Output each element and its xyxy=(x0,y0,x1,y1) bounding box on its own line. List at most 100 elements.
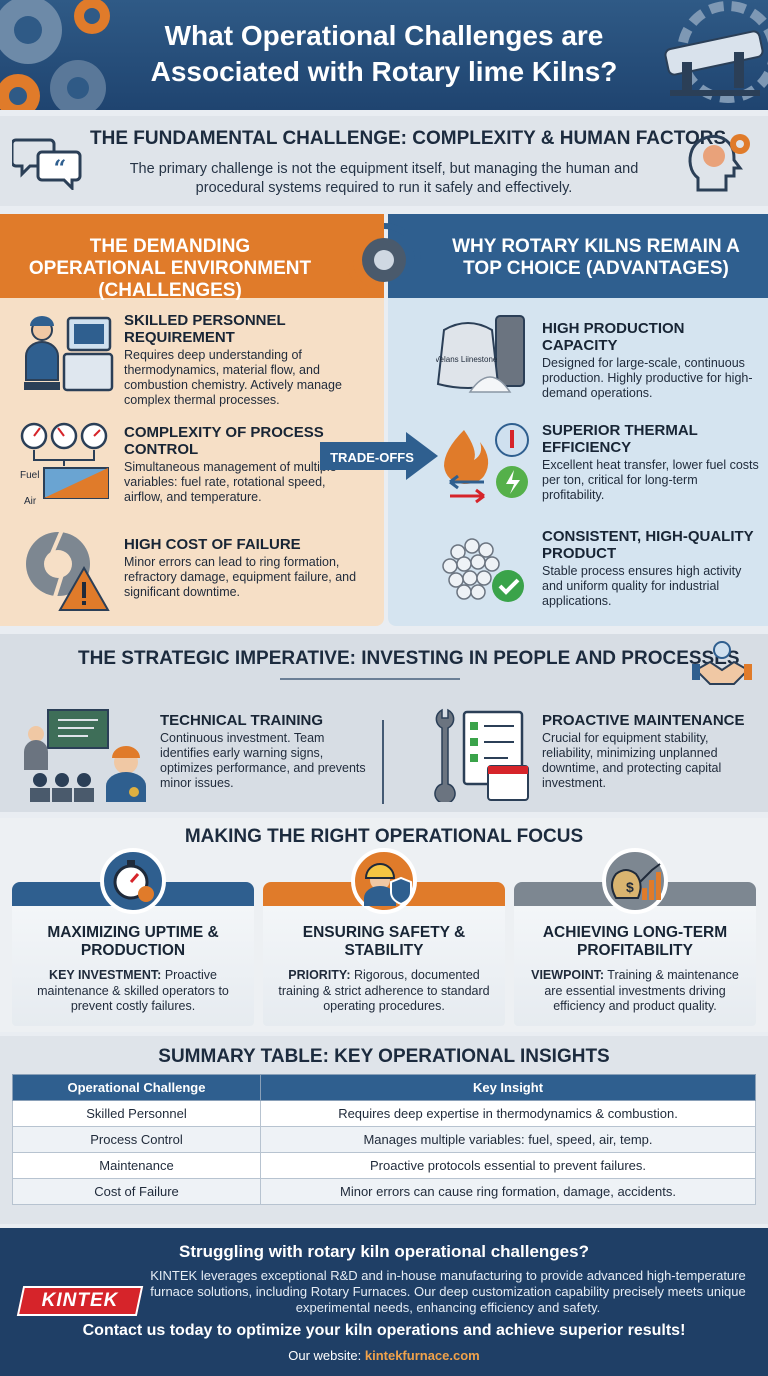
challenge-text: Requires deep understanding of thermodyn… xyxy=(124,348,342,407)
challenges-advantages-section: THE DEMANDING OPERATIONAL ENVIRONMENT (C… xyxy=(0,214,768,626)
advantages-header: WHY ROTARY KILNS REMAIN A TOP CHOICE (AD… xyxy=(388,214,768,298)
column-header: Operational Challenge xyxy=(12,1074,261,1101)
table-row: Cost of Failure Minor errors can cause r… xyxy=(12,1178,756,1205)
table-cell: Minor errors can cause ring formation, d… xyxy=(260,1178,756,1205)
handshake-icon xyxy=(692,641,752,685)
page-title: What Operational Challenges are Associat… xyxy=(150,20,618,87)
table-header-row: Operational Challenge Key Insight xyxy=(12,1074,756,1101)
challenge-cost-of-failure: HIGH COST OF FAILURE Minor errors can le… xyxy=(124,536,368,600)
maintenance-checklist-icon xyxy=(434,708,529,802)
worker-shield-icon xyxy=(351,848,417,914)
advantage-text: Designed for large-scale, continuous pro… xyxy=(542,356,753,400)
fundamental-text: The primary challenge is not the equipme… xyxy=(129,161,639,196)
svg-text:“: “ xyxy=(54,156,67,182)
svg-text:$: $ xyxy=(626,879,634,895)
focus-card-uptime: MAXIMIZING UPTIME & PRODUCTION KEY INVES… xyxy=(12,848,254,1026)
focus-heading: MAKING THE RIGHT OPERATIONAL FOCUS xyxy=(184,826,584,847)
table-cell: Requires deep expertise in thermodynamic… xyxy=(260,1100,756,1127)
advantage-title: HIGH PRODUCTION CAPACITY xyxy=(542,320,685,354)
advantages-heading: WHY ROTARY KILNS REMAIN A TOP CHOICE (AD… xyxy=(452,236,740,279)
speech-bubble-icon: “ xyxy=(12,138,82,190)
focus-card-profitability: $ ACHIEVING LONG-TERM PROFITABILITY VIEW… xyxy=(514,848,756,1026)
summary-table-section: SUMMARY TABLE: KEY OPERATIONAL INSIGHTS … xyxy=(0,1036,768,1224)
broken-gear-warning-icon xyxy=(26,529,110,611)
card-title: ACHIEVING LONG-TERM PROFITABILITY xyxy=(542,924,728,959)
fundamental-challenge-section: “ THE FUNDAMENTAL CHALLENGE: COMPLEXITY … xyxy=(0,116,768,206)
limestone-sack-icon: Velans Liinestone xyxy=(436,315,525,393)
table-cell: Manages multiple variables: fuel, speed,… xyxy=(260,1126,756,1153)
section-divider xyxy=(382,720,384,804)
table-row: Process Control Manages multiple variabl… xyxy=(12,1126,756,1153)
operator-icon xyxy=(24,316,114,392)
card-title: MAXIMIZING UPTIME & PRODUCTION xyxy=(47,924,219,959)
card-text: KEY INVESTMENT: Proactive maintenance & … xyxy=(37,968,229,1013)
challenges-panel: THE DEMANDING OPERATIONAL ENVIRONMENT (C… xyxy=(0,214,384,626)
footer-cta: Contact us today to optimize your kiln o… xyxy=(82,1322,686,1339)
challenge-skilled-personnel: SKILLED PERSONNEL REQUIREMENT Requires d… xyxy=(124,312,376,408)
strategic-technical-training: TECHNICAL TRAINING Continuous investment… xyxy=(160,712,370,791)
footer-website: Our website: kintekfurnace.com xyxy=(288,1348,480,1363)
kintek-logo[interactable]: KINTEK xyxy=(16,1286,144,1316)
summary-heading: SUMMARY TABLE: KEY OPERATIONAL INSIGHTS xyxy=(158,1046,610,1067)
training-class-icon xyxy=(24,709,146,802)
brain-gear-icon xyxy=(688,134,750,192)
challenge-text: Simultaneous management of multiple vari… xyxy=(124,460,337,504)
heading-rule xyxy=(280,678,460,680)
strategic-title: TECHNICAL TRAINING xyxy=(160,712,324,729)
svg-text:Air: Air xyxy=(24,496,37,507)
gears-icon xyxy=(0,0,110,110)
money-growth-icon: $ xyxy=(602,848,668,914)
strategic-heading: THE STRATEGIC IMPERATIVE: INVESTING IN P… xyxy=(78,648,740,669)
table-cell: Cost of Failure xyxy=(12,1178,261,1205)
advantage-thermal-efficiency: SUPERIOR THERMAL EFFICIENCY Excellent he… xyxy=(542,422,760,503)
table-row: Skilled Personnel Requires deep expertis… xyxy=(12,1100,756,1127)
challenge-title: COMPLEXITY OF PROCESS CONTROL xyxy=(124,424,324,458)
trade-offs-arrow: TRADE-OFFS xyxy=(320,432,438,480)
challenge-text: Minor errors can lead to ring formation,… xyxy=(124,555,357,599)
strategic-text: Continuous investment. Team identifies e… xyxy=(160,731,366,790)
focus-card-safety: ENSURING SAFETY & STABILITY PRIORITY: Ri… xyxy=(263,848,505,1026)
advantage-quality-product: CONSISTENT, HIGH-QUALITY PRODUCT Stable … xyxy=(542,528,764,609)
footer-body: KINTEK leverages exceptional R&D and in-… xyxy=(150,1268,746,1315)
card-title: ENSURING SAFETY & STABILITY xyxy=(302,924,466,959)
process-control-gauges-icon: Fuel Air xyxy=(20,422,109,507)
svg-text:Velans Liinestone: Velans Liinestone xyxy=(436,355,498,364)
svg-text:Fuel: Fuel xyxy=(20,470,39,481)
operational-focus-section: MAKING THE RIGHT OPERATIONAL FOCUS MAXIM… xyxy=(0,818,768,1032)
stopwatch-gear-icon xyxy=(100,848,166,914)
footer: Struggling with rotary kiln operational … xyxy=(0,1228,768,1376)
fundamental-heading: THE FUNDAMENTAL CHALLENGE: COMPLEXITY & … xyxy=(90,128,727,149)
table-cell: Skilled Personnel xyxy=(12,1100,261,1127)
column-header: Key Insight xyxy=(260,1074,756,1101)
challenge-title: SKILLED PERSONNEL REQUIREMENT xyxy=(124,312,286,346)
challenge-title: HIGH COST OF FAILURE xyxy=(124,536,301,553)
quality-product-check-icon xyxy=(442,538,524,602)
advantage-title: CONSISTENT, HIGH-QUALITY PRODUCT xyxy=(542,528,754,562)
table-row: Maintenance Proactive protocols essentia… xyxy=(12,1152,756,1179)
table-cell: Maintenance xyxy=(12,1152,261,1179)
strategic-proactive-maintenance: PROACTIVE MAINTENANCE Crucial for equipm… xyxy=(542,712,754,791)
advantage-production-capacity: HIGH PRODUCTION CAPACITY Designed for la… xyxy=(542,320,760,401)
header: What Operational Challenges are Associat… xyxy=(0,0,768,110)
strategic-imperative-section: THE STRATEGIC IMPERATIVE: INVESTING IN P… xyxy=(0,634,768,812)
card-text: PRIORITY: Rigorous, documented training … xyxy=(278,968,490,1013)
table-cell: Proactive protocols essential to prevent… xyxy=(260,1152,756,1179)
strategic-text: Crucial for equipment stability, reliabi… xyxy=(542,731,722,790)
table-cell: Process Control xyxy=(12,1126,261,1153)
rotary-kiln-icon xyxy=(664,1,768,103)
strategic-title: PROACTIVE MAINTENANCE xyxy=(542,712,745,729)
website-link[interactable]: kintekfurnace.com xyxy=(364,1348,480,1363)
svg-text:TRADE-OFFS: TRADE-OFFS xyxy=(330,450,414,465)
challenges-heading: THE DEMANDING OPERATIONAL ENVIRONMENT (C… xyxy=(28,236,312,301)
challenge-process-control: COMPLEXITY OF PROCESS CONTROL Simultaneo… xyxy=(124,424,360,505)
cycle-gear-icon xyxy=(347,223,421,297)
advantage-title: SUPERIOR THERMAL EFFICIENCY xyxy=(542,422,698,456)
summary-table: Operational Challenge Key Insight Skille… xyxy=(12,1074,756,1205)
challenges-header: THE DEMANDING OPERATIONAL ENVIRONMENT (C… xyxy=(0,214,384,301)
footer-question: Struggling with rotary kiln operational … xyxy=(179,1242,589,1261)
thermal-efficiency-icon xyxy=(444,423,529,504)
advantages-panel: WHY ROTARY KILNS REMAIN A TOP CHOICE (AD… xyxy=(388,214,768,626)
card-text: VIEWPOINT: Training & maintenance are es… xyxy=(531,968,739,1013)
advantage-text: Excellent heat transfer, lower fuel cost… xyxy=(542,458,759,502)
